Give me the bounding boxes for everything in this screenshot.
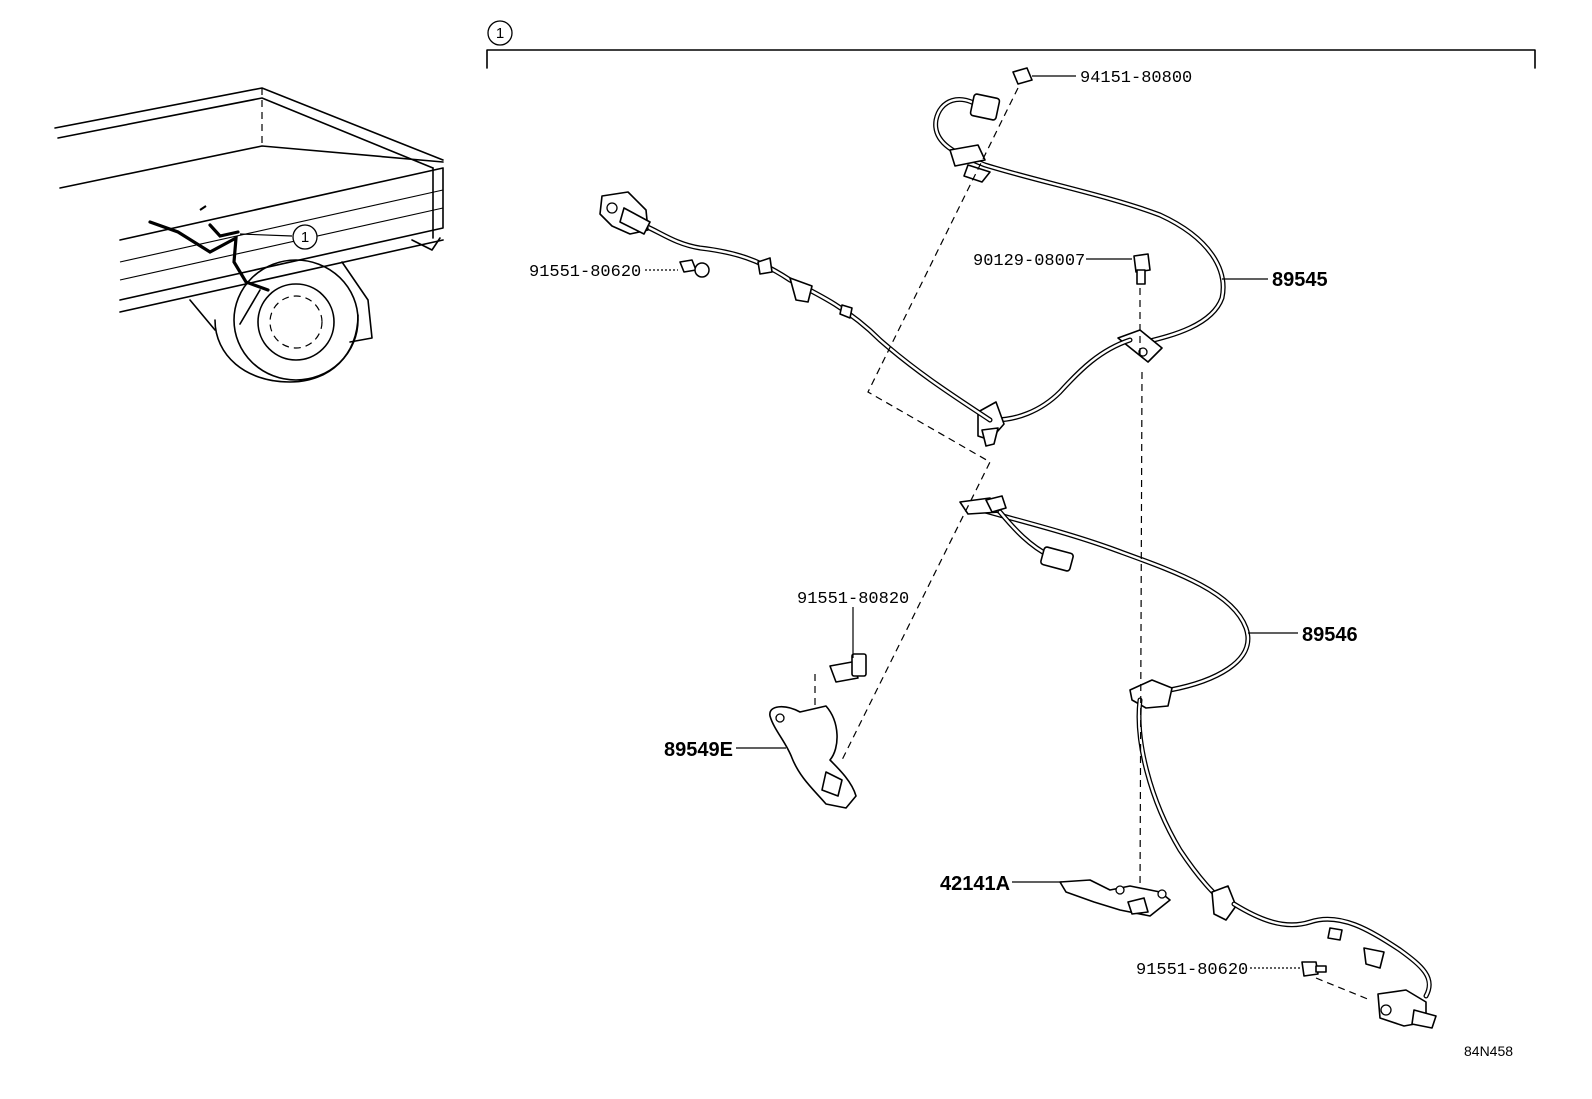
label-bolt-bracket: 91551-80820 [797,590,909,609]
label-harness-rear: 89546 [1302,624,1358,646]
leader-lines [645,75,1302,969]
label-harness-front: 89545 [1272,269,1328,291]
group-callout-number: 1 [496,25,504,42]
vehicle-overview: 1 [54,87,444,383]
vehicle-callout-circle [292,224,318,250]
harness-front [599,93,1226,447]
label-nut-top: 94151-80800 [1080,69,1192,88]
figure-code: 84N458 [1464,1043,1513,1059]
group-bracket: 1 [486,20,1536,69]
assembly-lines [681,87,1371,1001]
part-labels: 94151-80800 90129-08007 91551-80620 8954… [529,69,1513,1059]
harness-rear [959,495,1437,1029]
label-screw-left: 91551-80620 [529,263,641,282]
vehicle-callout-number: 1 [301,229,309,246]
label-bracket: 89549E [664,739,733,761]
label-bracket-lower: 42141A [940,873,1010,895]
label-screw-right: 91551-80620 [1136,961,1248,980]
label-bolt-flange: 90129-08007 [973,252,1085,271]
small-parts [679,67,1327,977]
